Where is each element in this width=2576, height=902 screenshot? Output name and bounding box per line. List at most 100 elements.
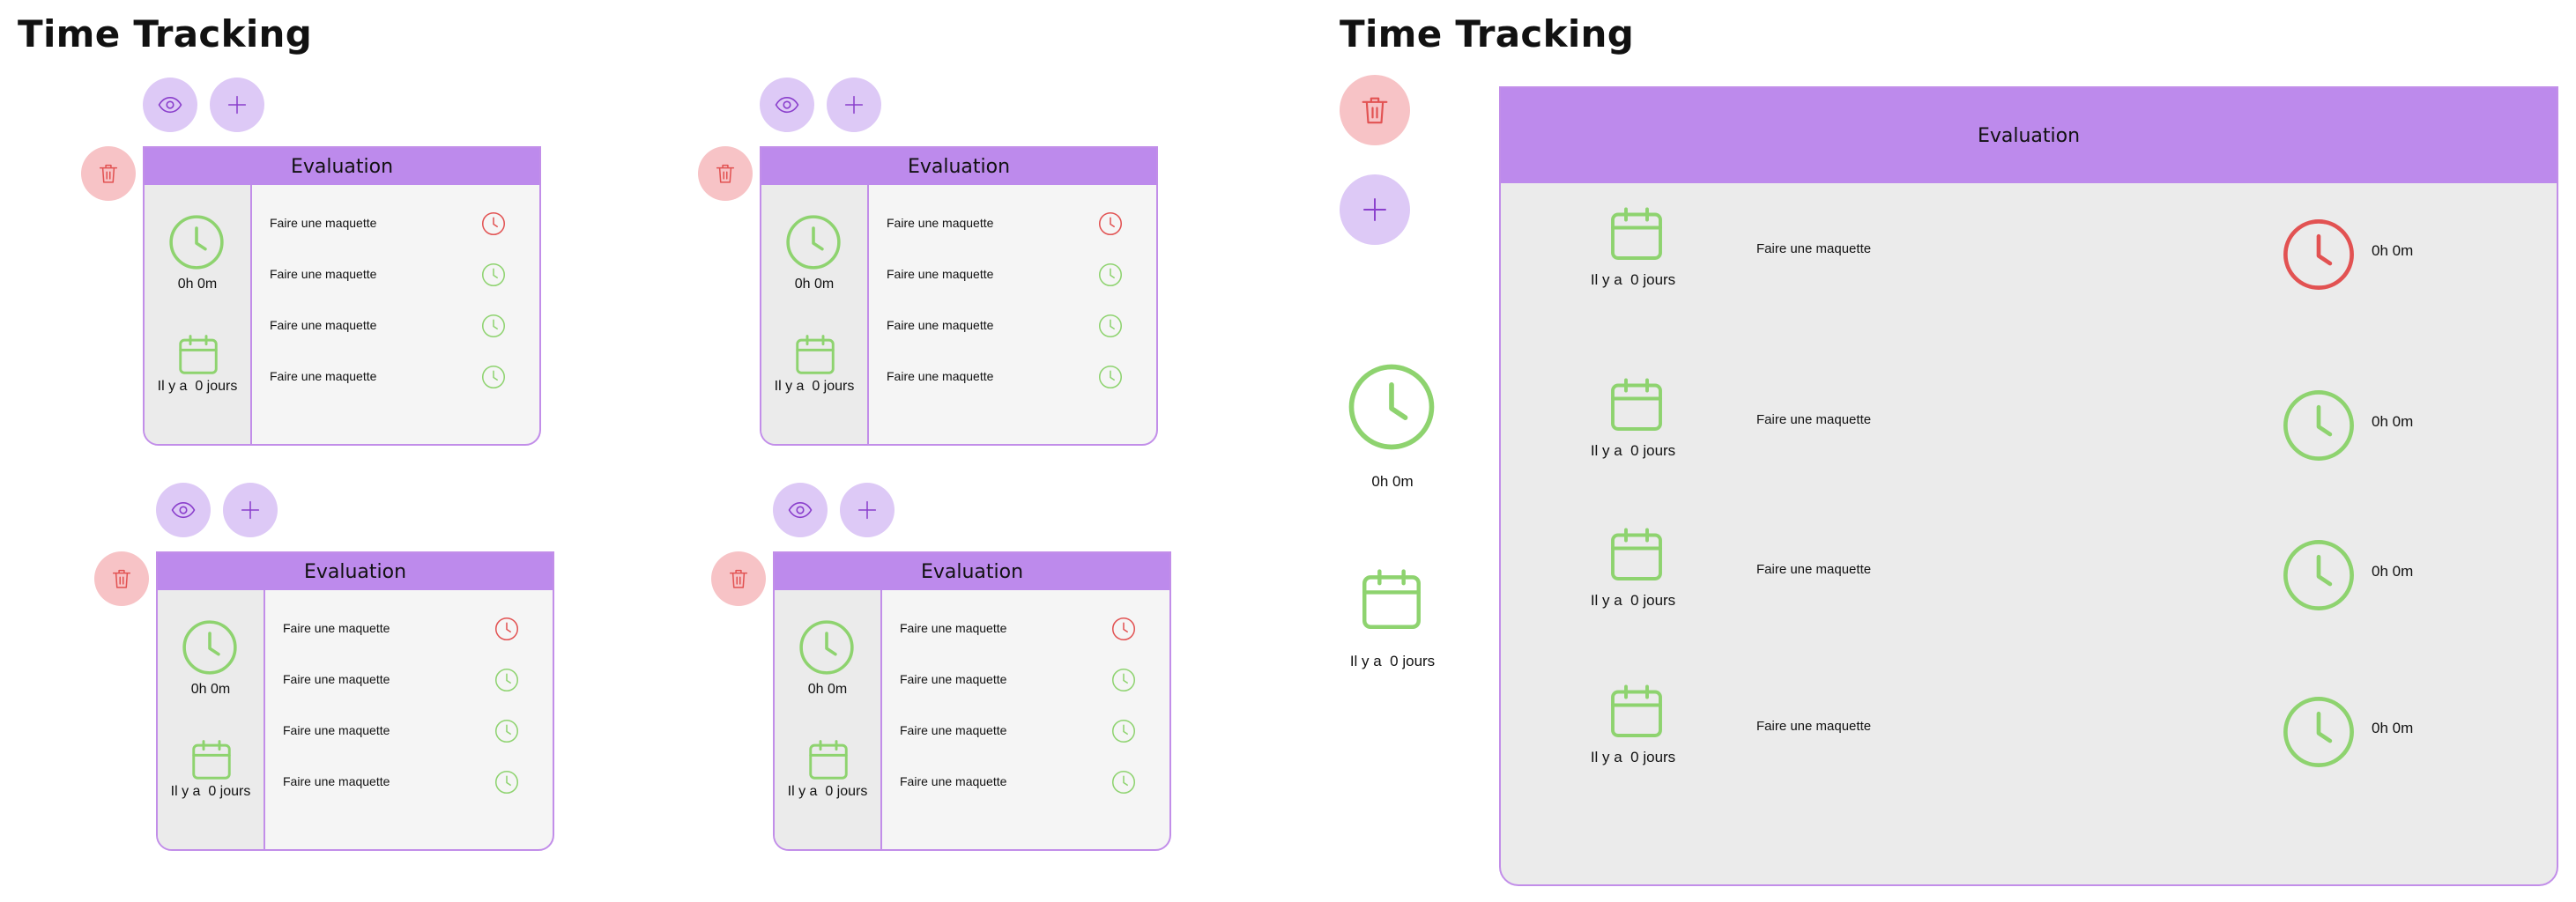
add-button[interactable] [827,78,881,132]
timer-icon[interactable] [481,365,506,389]
task-label: Faire une maquette [900,621,1007,635]
calendar-icon [791,331,839,379]
task-label: Faire une maquette [900,672,1007,686]
trash-icon [726,566,751,591]
task-row[interactable]: Faire une maquette [252,257,539,292]
page-title: Time Tracking [18,12,313,55]
timer-icon[interactable] [1111,719,1136,743]
card-title: Evaluation [145,148,539,185]
timer-icon[interactable] [2281,217,2357,292]
task-row[interactable]: Il y a 0 jours Faire une maquette 0h 0m [1501,373,2557,497]
view-button[interactable] [156,483,211,537]
task-time: 0h 0m [2372,720,2414,736]
total-time: 0h 0m [794,277,835,292]
timer-icon[interactable] [494,617,519,641]
calendar-icon [805,736,852,784]
add-button[interactable] [840,483,895,537]
calendar-icon [188,736,235,784]
delete-button[interactable] [81,146,136,201]
trash-icon [1357,92,1392,128]
timer-icon[interactable] [1111,617,1136,641]
task-label: Faire une maquette [887,216,994,230]
task-row[interactable]: Faire une maquette [869,206,1156,241]
task-row[interactable]: Faire une maquette [252,359,539,395]
timer-icon[interactable] [1098,314,1123,338]
calendar-icon [1605,523,1668,587]
task-created-ago: Il y a 0 jours [1590,442,1676,459]
task-label: Faire une maquette [270,216,377,230]
add-button-detail[interactable] [1340,174,1410,245]
plus-icon [238,498,263,522]
timer-icon[interactable] [1098,365,1123,389]
delete-button-detail[interactable] [1340,75,1410,145]
timer-icon[interactable] [481,211,506,236]
task-created-ago: Il y a 0 jours [1590,271,1676,288]
task-row[interactable]: Faire une maquette [265,611,553,647]
task-row[interactable]: Faire une maquette [869,359,1156,395]
eye-icon [170,497,197,523]
task-row[interactable]: Faire une maquette [882,765,1169,800]
plus-icon [1359,194,1391,226]
timer-icon[interactable] [494,668,519,692]
task-label: Faire une maquette [1756,412,1872,427]
task-row[interactable]: Faire une maquette [882,662,1169,698]
task-time: 0h 0m [2372,413,2414,430]
task-row[interactable]: Faire une maquette [882,713,1169,749]
timer-icon[interactable] [494,770,519,795]
timer-icon[interactable] [2281,694,2357,770]
timer-icon[interactable] [1111,668,1136,692]
clock-icon [1346,361,1437,453]
clock-icon [167,213,226,271]
created-ago: Il y a 0 jours [170,784,251,799]
task-row[interactable]: Faire une maquette [869,308,1156,344]
task-row[interactable]: Faire une maquette [882,611,1169,647]
card-title: Evaluation [775,553,1169,590]
clock-icon [181,618,239,676]
view-button[interactable] [773,483,828,537]
task-row[interactable]: Faire une maquette [869,257,1156,292]
timer-icon[interactable] [2281,537,2357,613]
timer-icon[interactable] [1098,262,1123,287]
total-time: 0h 0m [807,682,848,697]
task-label: Faire une maquette [887,267,994,281]
task-row[interactable]: Faire une maquette [252,206,539,241]
delete-button[interactable] [711,551,766,606]
trash-icon [96,161,121,186]
view-button[interactable] [143,78,197,132]
task-label: Faire une maquette [900,723,1007,737]
add-button[interactable] [210,78,264,132]
timer-icon[interactable] [1098,211,1123,236]
view-button[interactable] [760,78,814,132]
clock-icon [784,213,843,271]
task-label: Faire une maquette [1756,241,1872,256]
detail-card-title: Evaluation [1501,88,2557,183]
delete-button[interactable] [698,146,753,201]
timer-icon[interactable] [494,719,519,743]
calendar-icon [174,331,222,379]
task-row[interactable]: Faire une maquette [252,308,539,344]
trash-icon [713,161,738,186]
timer-icon[interactable] [2281,388,2357,463]
timer-icon[interactable] [1111,770,1136,795]
delete-button[interactable] [94,551,149,606]
task-label: Faire une maquette [887,318,994,332]
timer-icon[interactable] [481,262,506,287]
clock-icon [798,618,856,676]
total-time: 0h 0m [190,682,231,697]
timer-icon[interactable] [481,314,506,338]
task-row[interactable]: Faire une maquette [265,662,553,698]
task-row[interactable]: Faire une maquette [265,765,553,800]
task-row[interactable]: Faire une maquette [265,713,553,749]
trash-icon [109,566,134,591]
add-button[interactable] [223,483,278,537]
